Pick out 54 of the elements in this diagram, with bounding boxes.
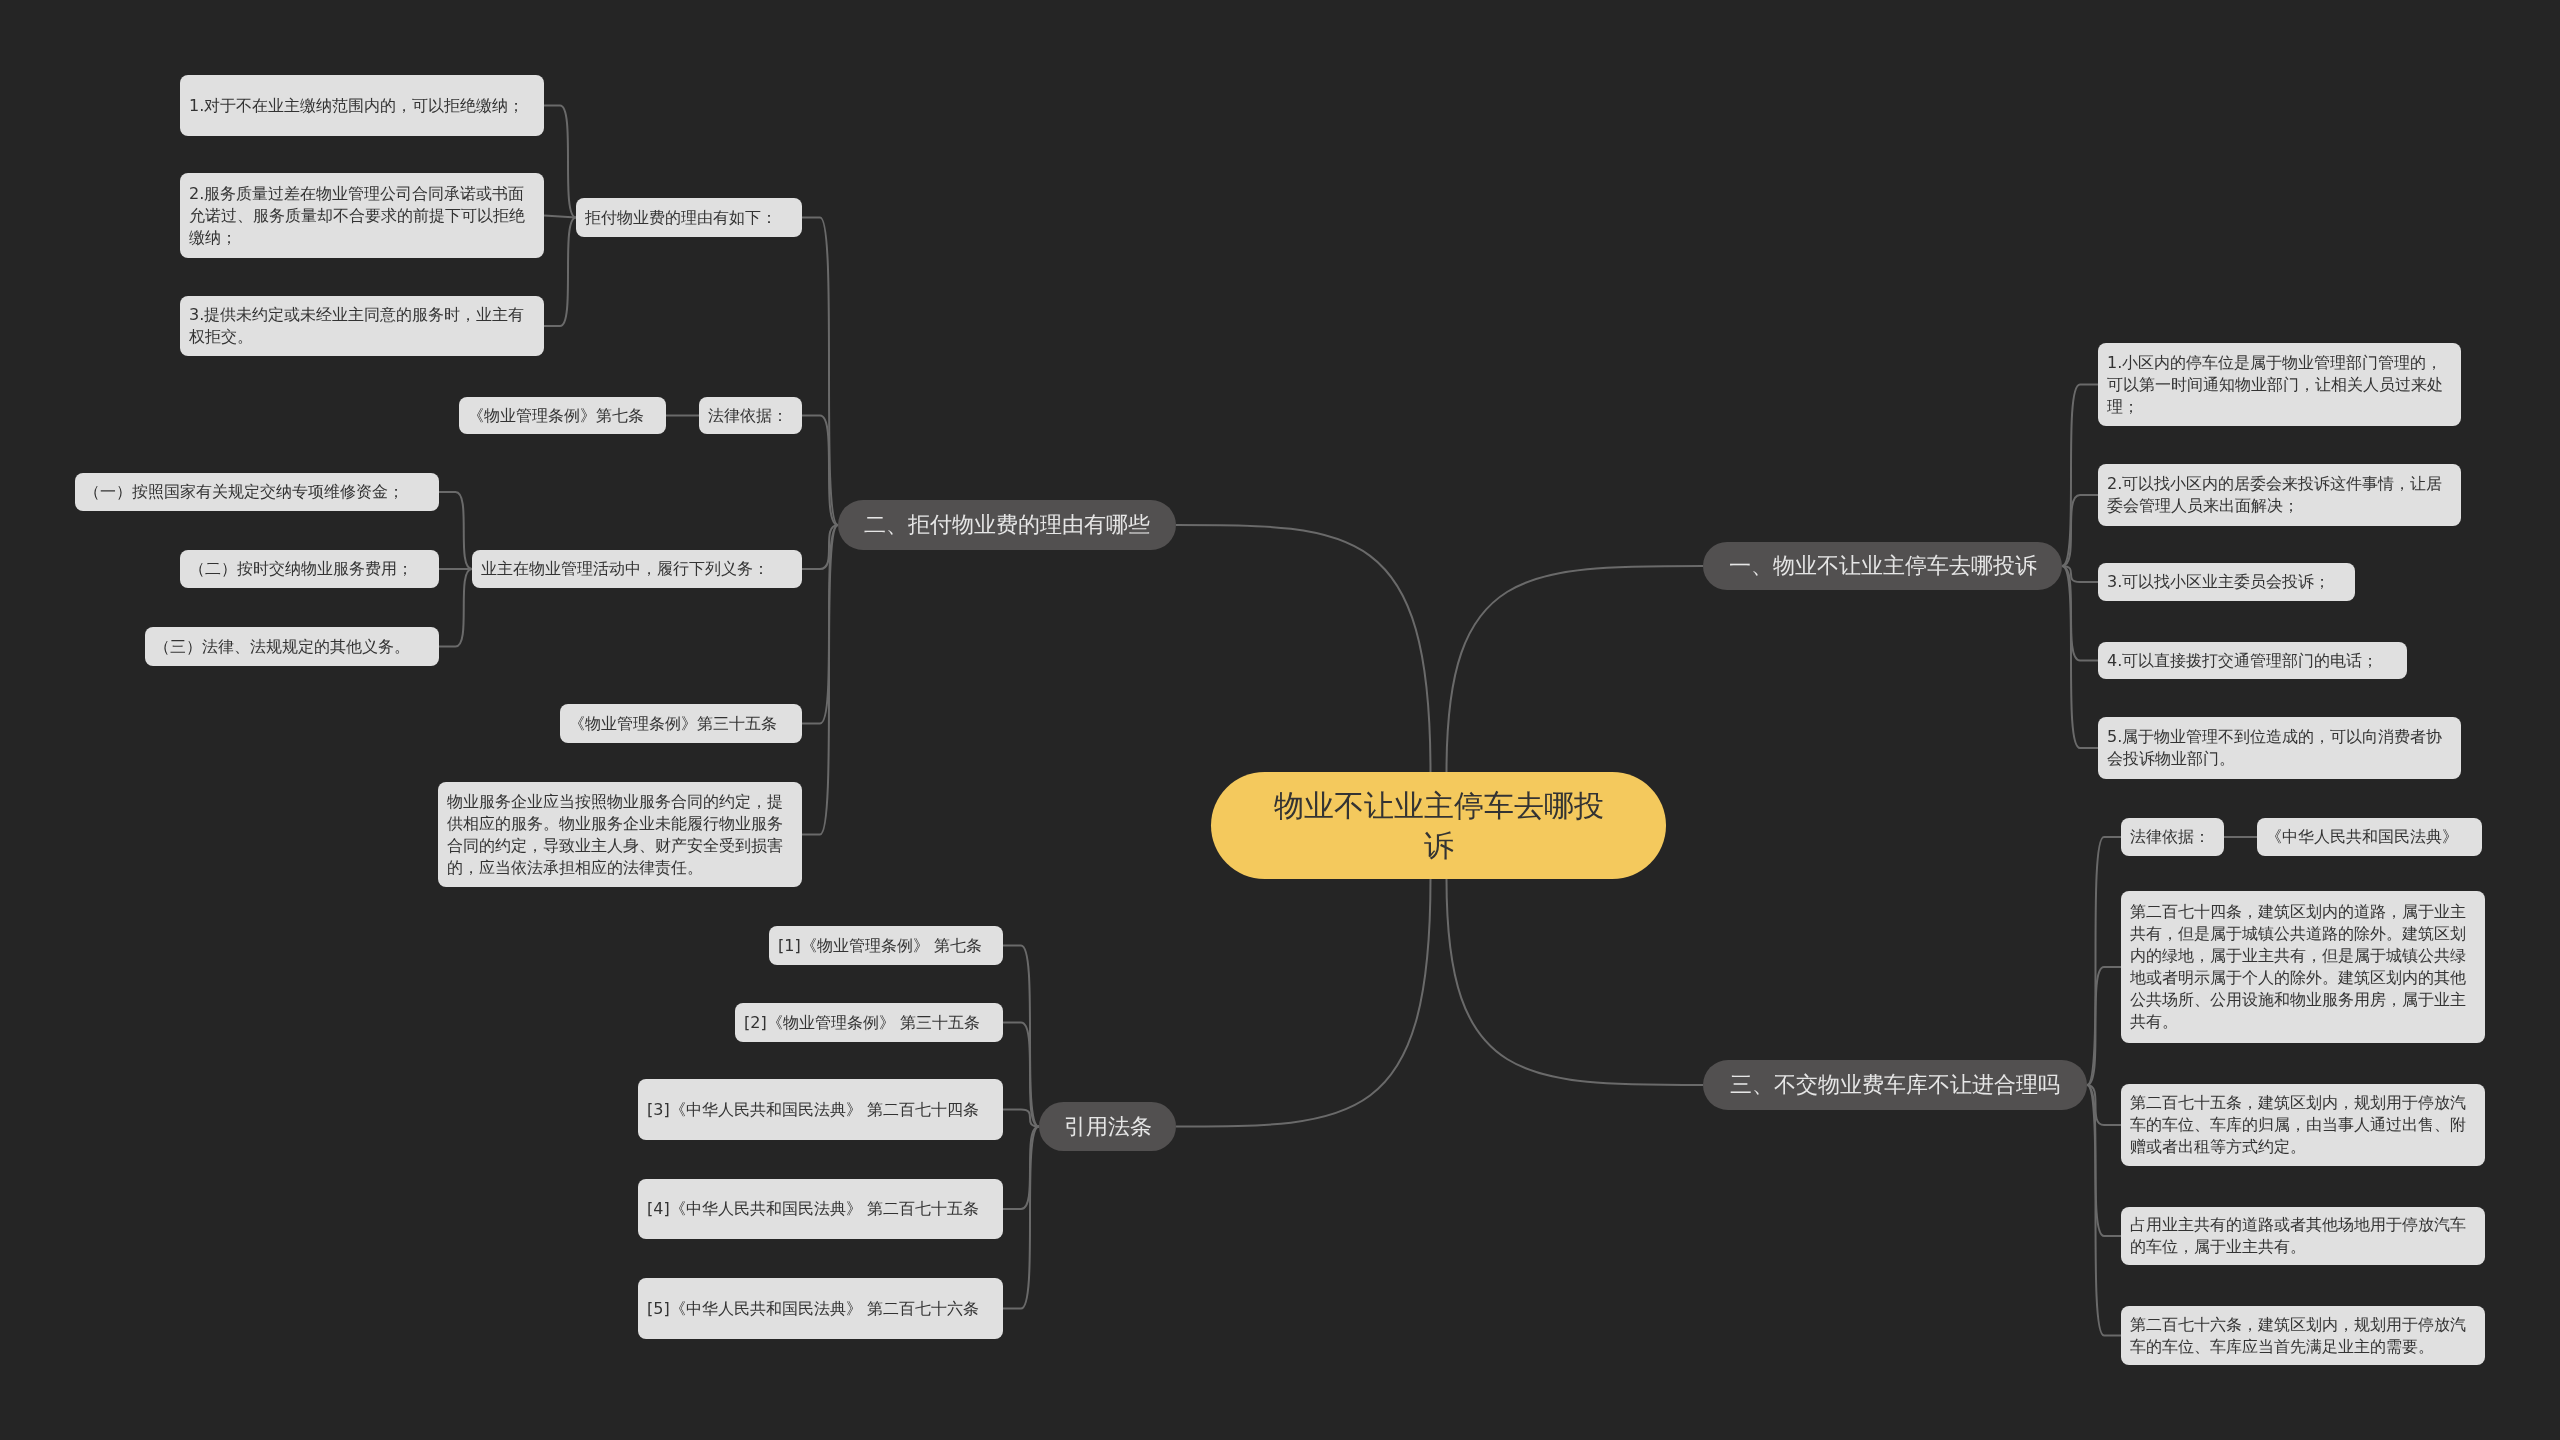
- connector: [801, 524, 839, 570]
- subtopic-box: 拒付物业费的理由有如下：: [576, 198, 802, 237]
- subtopic-box: 3.可以找小区业主委员会投诉；: [2098, 563, 2355, 601]
- connector: [801, 216, 839, 526]
- connector: [801, 414, 839, 526]
- subtopic-box: [5]《中华人民共和国民法典》 第二百七十六条: [638, 1278, 1003, 1339]
- connector: [1002, 1125, 1040, 1310]
- subtopic-box: 《物业管理条例》第七条: [459, 397, 666, 434]
- connector: [1175, 524, 1432, 773]
- connector: [1445, 565, 1704, 773]
- subtopic-box: 5.属于物业管理不到位造成的，可以向消费者协会投诉物业部门。: [2098, 717, 2461, 779]
- connector: [2086, 966, 2122, 1086]
- subtopic-box: （二）按时交纳物业服务费用；: [180, 550, 439, 588]
- connector: [2086, 1084, 2122, 1126]
- subtopic-box: 法律依据：: [2121, 818, 2224, 856]
- subtopic-box: [3]《中华人民共和国民法典》 第二百七十四条: [638, 1079, 1003, 1140]
- connector: [2223, 836, 2258, 838]
- connector: [801, 524, 839, 725]
- connector: [543, 216, 577, 327]
- subtopic-box: 业主在物业管理活动中，履行下列义务：: [472, 550, 802, 588]
- subtopic-box: 2.服务质量过差在物业管理公司合同承诺或书面允诺过、服务质量却不合要求的前提下可以拒绝缴纳；: [180, 173, 544, 258]
- subtopic-box: 法律依据：: [699, 397, 802, 434]
- topic-box: 引用法条: [1039, 1102, 1176, 1151]
- subtopic-box: 物业服务企业应当按照物业服务合同的约定，提供相应的服务。物业服务企业未能履行物业服务合同的约定，导致业主人身、财产安全受到损害的，应当依法承担相应的法律责任。: [438, 782, 802, 887]
- subtopic-box: （三）法律、法规规定的其他义务。: [145, 627, 439, 666]
- central-topic: 物业不让业主停车去哪投诉: [1211, 772, 1666, 879]
- connector: [665, 414, 700, 417]
- subtopic-box: 占用业主共有的道路或者其他场地用于停放汽车的车位，属于业主共有。: [2121, 1207, 2485, 1265]
- connector: [2061, 383, 2099, 567]
- connector: [543, 214, 577, 219]
- topic-box: 三、不交物业费车库不让进合理吗: [1703, 1060, 2087, 1110]
- subtopic-box: [1]《物业管理条例》 第七条: [769, 926, 1003, 965]
- connector: [543, 104, 577, 219]
- subtopic-box: 2.可以找小区内的居委会来投诉这件事情，让居委会管理人员来出面解决；: [2098, 464, 2461, 526]
- subtopic-box: [4]《中华人民共和国民法典》 第二百七十五条: [638, 1179, 1003, 1239]
- connector: [1175, 878, 1432, 1128]
- connector: [1445, 878, 1704, 1086]
- subtopic-box: 1.小区内的停车位是属于物业管理部门管理的，可以第一时间通知物业部门，让相关人员过来处理；: [2098, 343, 2461, 426]
- connector: [2061, 494, 2099, 567]
- connector: [2086, 1084, 2122, 1337]
- subtopic-box: 第二百七十五条，建筑区划内，规划用于停放汽车的车位、车库的归属，由当事人通过出售、附赠或者出租等方式约定。: [2121, 1084, 2485, 1166]
- subtopic-box: 第二百七十四条，建筑区划内的道路，属于业主共有，但是属于城镇公共道路的除外。建筑区划内的绿地，属于业主共有，但是属于城镇公共绿地或者明示属于个人的除外。建筑区划内的其他公共场所、公用设施和物业服务用房，属于业主共有。: [2121, 891, 2485, 1043]
- subtopic-box: 4.可以直接拨打交通管理部门的电话；: [2098, 642, 2407, 679]
- connector: [801, 524, 839, 836]
- subtopic-box: 《物业管理条例》第三十五条: [560, 704, 802, 743]
- topic-box: 一、物业不让业主停车去哪投诉: [1703, 542, 2062, 590]
- subtopic-box: 第二百七十六条，建筑区划内，规划用于停放汽车的车位、车库应当首先满足业主的需要。: [2121, 1306, 2485, 1365]
- connector: [2061, 565, 2099, 749]
- subtopic-box: [2]《物业管理条例》 第三十五条: [735, 1003, 1003, 1042]
- subtopic-box: 3.提供未约定或未经业主同意的服务时，业主有权拒交。: [180, 296, 544, 356]
- subtopic-box: 《中华人民共和国民法典》: [2257, 818, 2482, 856]
- topic-box: 二、拒付物业费的理由有哪些: [838, 500, 1176, 550]
- subtopic-box: （一）按照国家有关规定交纳专项维修资金；: [75, 473, 439, 511]
- subtopic-box: 1.对于不在业主缴纳范围内的，可以拒绝缴纳；: [180, 75, 544, 136]
